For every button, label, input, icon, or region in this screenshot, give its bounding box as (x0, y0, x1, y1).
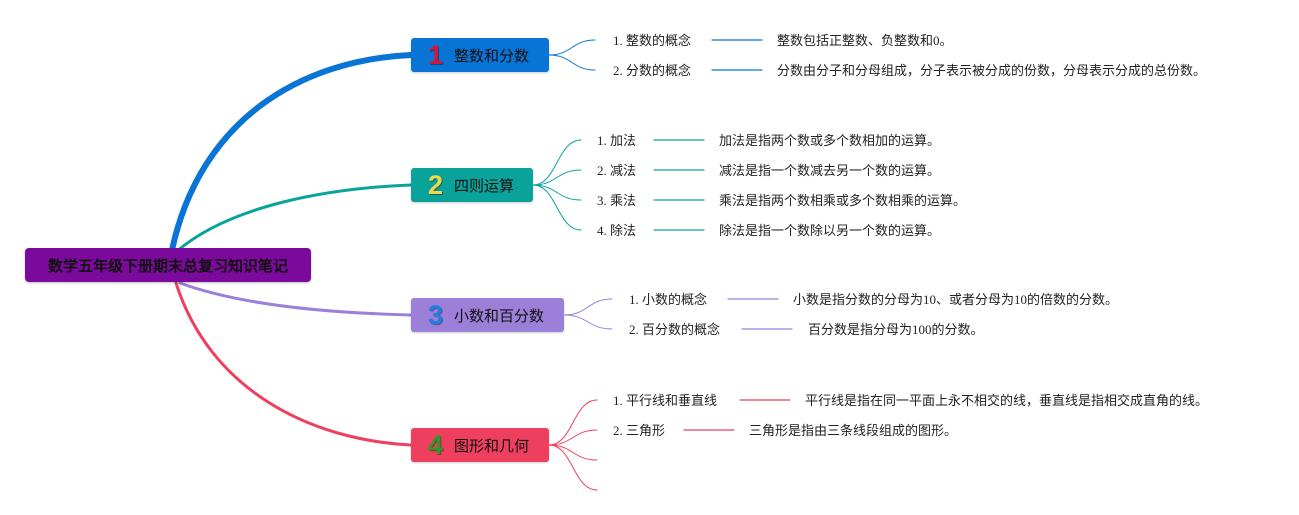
leaf-item[interactable]: 2. 三角形 (613, 423, 666, 438)
branch-node-decimals-percents[interactable]: 3 小数和百分数 (411, 298, 564, 332)
leaf-description: 百分数是指分母为100的分数。 (808, 322, 984, 337)
leaf-item[interactable]: 2. 减法 (597, 163, 637, 178)
branch-connector (169, 52, 414, 253)
branch-label: 小数和百分数 (454, 307, 545, 325)
leaf-description: 减法是指一个数减去另一个数的运算。 (719, 163, 941, 178)
leaf-item[interactable]: 1. 平行线和垂直线 (613, 393, 718, 408)
branch-connector (174, 183, 413, 254)
leaf-item[interactable]: 2. 百分数的概念 (629, 322, 721, 337)
branch-connector (174, 281, 413, 447)
leaf-connector (563, 298, 613, 316)
leaf-connector (532, 184, 582, 201)
leaf-connector (548, 444, 598, 461)
leaf-item[interactable]: 2. 分数的概念 (613, 63, 692, 78)
leaf-connector (532, 139, 582, 186)
leaf-connector (548, 429, 598, 446)
branch-label: 图形和几何 (454, 437, 530, 455)
leaf-item[interactable]: 1. 小数的概念 (629, 292, 708, 307)
leaf-connector (548, 39, 596, 56)
leaf-description: 三角形是指由三条线段组成的图形。 (749, 423, 958, 438)
leaf-item[interactable]: 1. 加法 (597, 133, 637, 148)
root-label: 数学五年级下册期末总复习知识笔记 (47, 257, 288, 275)
branch-node-integers-fractions[interactable]: 1 整数和分数 (411, 38, 549, 72)
leaf-description: 除法是指一个数除以另一个数的运算。 (719, 223, 941, 238)
leaf-connector (532, 169, 582, 186)
leaf-connector (563, 314, 613, 330)
branch-label: 整数和分数 (454, 47, 530, 65)
leaf-description: 整数包括正整数、负整数和0。 (777, 33, 953, 48)
leaf-description: 平行线是指在同一平面上永不相交的线，垂直线是指相交成直角的线。 (805, 393, 1209, 408)
branch-number: 1 (428, 39, 444, 70)
branch-label: 四则运算 (454, 177, 515, 195)
branch-connector (178, 281, 413, 317)
leaf-description: 乘法是指两个数相乘或多个数相乘的运算。 (719, 193, 967, 208)
leaf-connector (548, 444, 598, 491)
leaf-connector (548, 54, 596, 71)
branch-node-arithmetic[interactable]: 2 四则运算 (411, 168, 533, 202)
leaf-item[interactable]: 3. 乘法 (597, 193, 637, 208)
leaf-item[interactable]: 1. 整数的概念 (613, 33, 692, 48)
root-node[interactable]: 数学五年级下册期末总复习知识笔记 (25, 248, 311, 282)
leaf-description: 加法是指两个数或多个数相加的运算。 (719, 133, 941, 148)
leaf-item[interactable]: 4. 除法 (597, 223, 637, 238)
leaf-connector (548, 399, 598, 446)
branch-number: 3 (428, 299, 444, 330)
branch-number: 2 (428, 169, 444, 200)
leaf-description: 分数由分子和分母组成，分子表示被分成的份数，分母表示分成的总份数。 (777, 63, 1207, 78)
leaf-connector (532, 184, 582, 231)
leaf-description: 小数是指分数的分母为10、或者分母为10的倍数的分数。 (793, 292, 1119, 307)
branch-number: 4 (428, 429, 444, 460)
branch-node-geometry[interactable]: 4 图形和几何 (411, 428, 549, 462)
